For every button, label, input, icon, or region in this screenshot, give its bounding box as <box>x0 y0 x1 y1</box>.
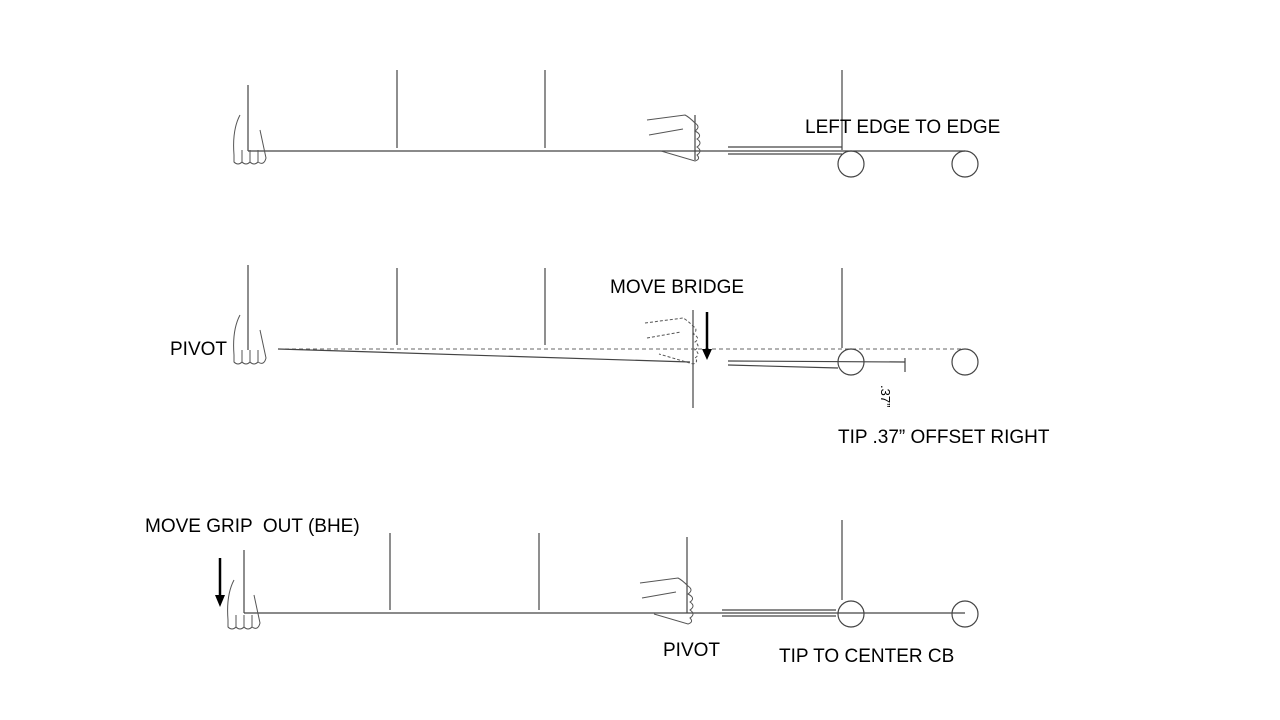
object-ball-icon <box>951 600 979 628</box>
label-move-bridge: MOVE BRIDGE <box>610 277 745 298</box>
hand-icon <box>646 114 701 162</box>
label-move-grip: MOVE GRIP OUT (BHE) <box>145 516 360 537</box>
object-ball-icon <box>951 150 979 178</box>
cue-ball-icon <box>837 150 865 178</box>
panel-1 <box>233 70 979 178</box>
hand-icon <box>644 317 699 365</box>
label-dimension: .37” <box>878 385 893 408</box>
panel-3 <box>215 520 979 630</box>
label-left-edge-to-edge: LEFT EDGE TO EDGE <box>805 117 1001 138</box>
cue-ball-icon <box>837 348 865 376</box>
cue-ball-icon <box>837 600 865 628</box>
panel-2 <box>233 265 979 408</box>
label-pivot: PIVOT <box>170 339 228 360</box>
label-pivot: PIVOT <box>663 640 721 661</box>
hand-icon <box>639 577 694 625</box>
label-tip-offset: TIP .37” OFFSET RIGHT <box>838 427 1050 448</box>
hand-icon <box>233 114 267 165</box>
label-tip-to-center: TIP TO CENTER CB <box>779 646 955 667</box>
object-ball-icon <box>951 348 979 376</box>
hand-icon <box>233 314 267 365</box>
